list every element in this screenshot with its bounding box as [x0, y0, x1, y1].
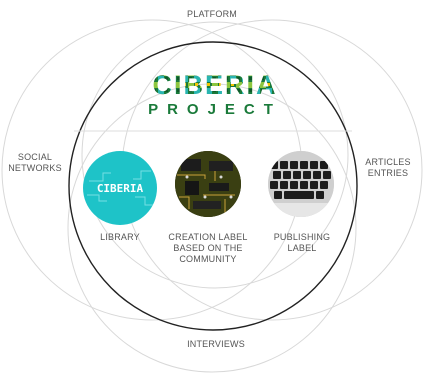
core-circle — [68, 41, 358, 331]
library-label: LIBRARY — [100, 232, 140, 242]
publishing-label-line1: PUBLISHING — [273, 232, 331, 242]
logo-subtitle: PROJECT — [148, 101, 282, 118]
creation-label: CREATION LABEL BASED ON THE COMMUNITY — [158, 232, 258, 265]
social-networks-line1: SOCIAL — [17, 152, 53, 162]
publishing-label: PUBLISHING LABEL — [266, 232, 338, 254]
articles-entries-label: ARTICLES ENTRIES — [356, 157, 420, 179]
interviews-label: INTERVIEWS — [187, 339, 245, 349]
keyboard-icon — [268, 151, 334, 217]
social-networks-label: SOCIAL NETWORKS — [2, 152, 68, 174]
platform-circle — [81, 21, 349, 289]
creation-label-line3: COMMUNITY — [179, 254, 237, 264]
publishing-label-line2: LABEL — [287, 243, 317, 253]
logo-title: CIBERIA — [152, 70, 277, 100]
ciberia-logo: CIBERIA PROJECT — [140, 70, 290, 120]
articles-entries-line2: ENTRIES — [367, 168, 409, 178]
circuit-board-art — [175, 151, 241, 217]
library-badge-text: CIBERIA — [97, 182, 144, 195]
keyboard-art — [268, 151, 334, 217]
creation-label-line2: BASED ON THE — [173, 243, 243, 253]
social-networks-line2: NETWORKS — [8, 163, 62, 173]
creation-label-line1: CREATION LABEL — [168, 232, 248, 242]
articles-entries-line1: ARTICLES — [365, 157, 411, 167]
library-badge-art: CIBERIA — [87, 170, 153, 206]
platform-label: PLATFORM — [187, 9, 237, 19]
circuit-board-icon — [175, 151, 241, 217]
interviews-circle — [67, 83, 357, 373]
logo-art: CIBERIA PROJECT — [148, 70, 282, 118]
library-badge: CIBERIA — [83, 151, 157, 225]
